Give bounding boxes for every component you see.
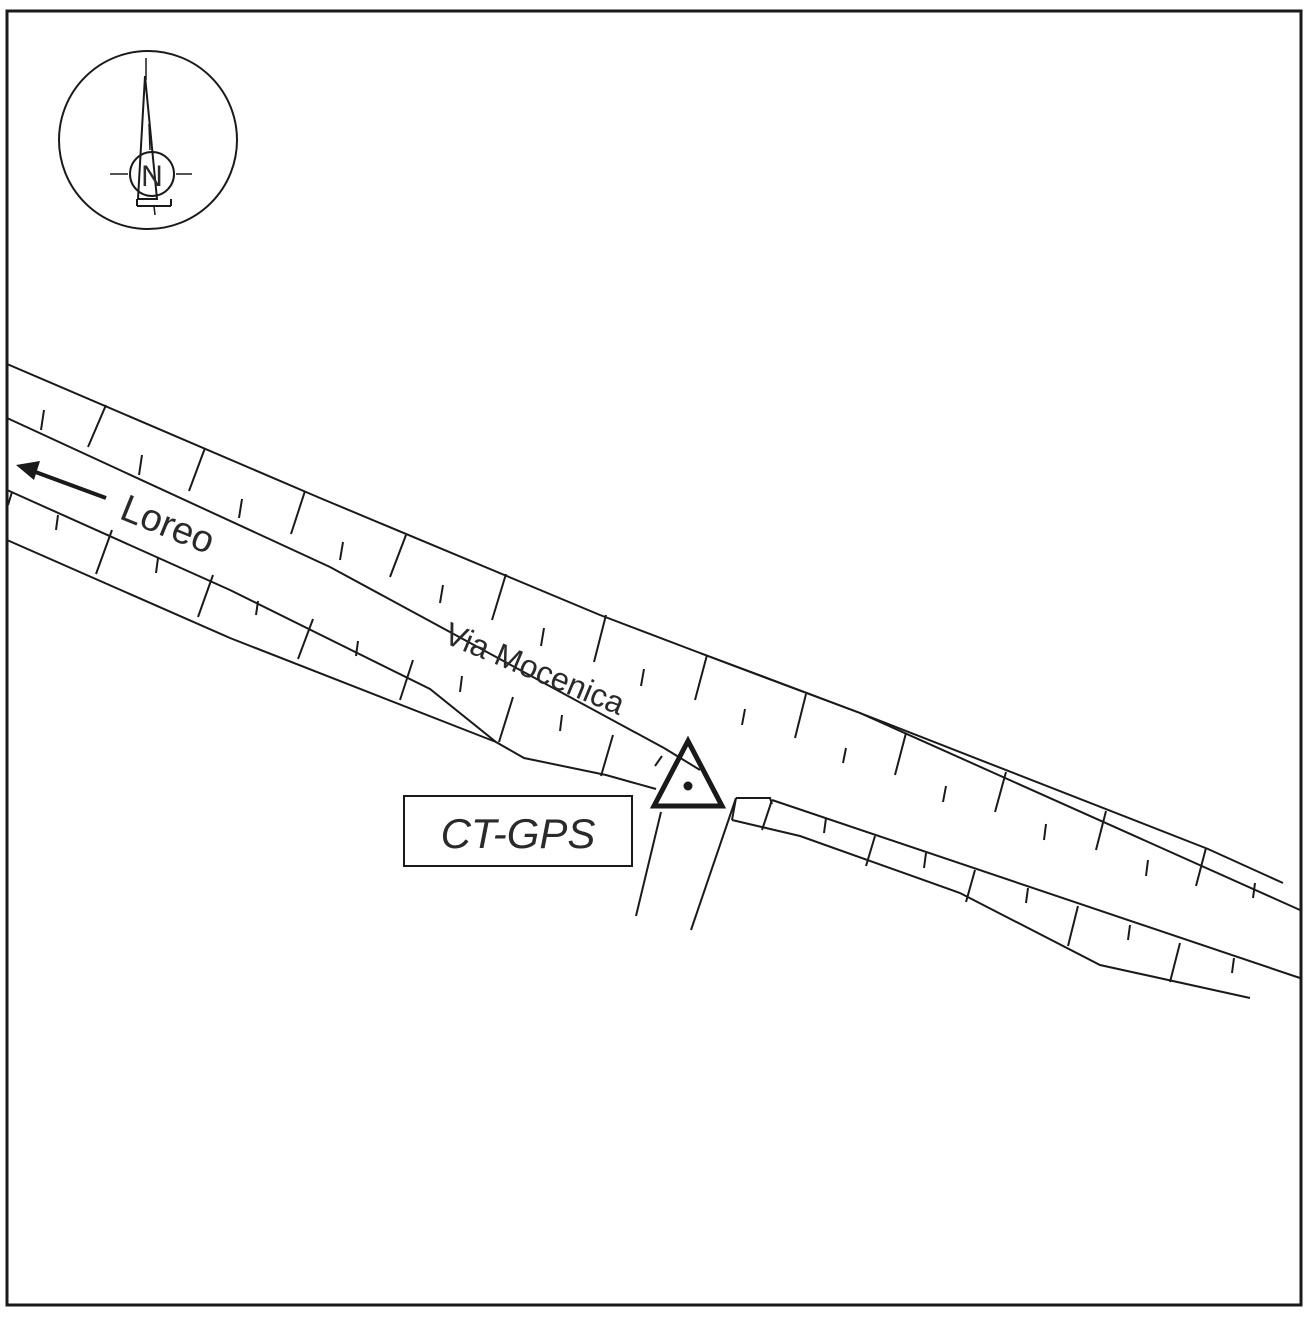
- left-arrow-icon: [16, 461, 107, 500]
- station-label: CT-GPS: [441, 810, 596, 857]
- station-label-box: CT-GPS: [403, 795, 633, 867]
- triangle-dot-station-icon: [649, 735, 727, 809]
- compass-north-label: N: [141, 160, 163, 193]
- road-hatching-upper-minor: [40, 409, 1256, 899]
- north-arrow-icon: [110, 58, 192, 216]
- compass-rose: N: [58, 50, 238, 230]
- compass-center-ring: [129, 151, 175, 197]
- road-hatching-lower: [7, 491, 1235, 983]
- compass-outer-ring: [58, 50, 238, 230]
- map-frame: [5, 9, 1303, 1307]
- direction-to-loreo: Loreo: [16, 461, 220, 563]
- road-hatching-upper: [87, 404, 1207, 887]
- direction-label-loreo: Loreo: [115, 487, 221, 562]
- road-edges: [6, 363, 1301, 999]
